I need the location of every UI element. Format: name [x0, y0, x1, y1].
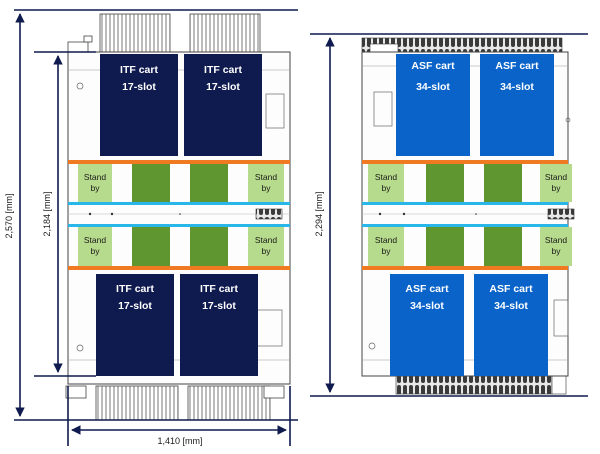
- asf-cart-bottom-left: ASF cart 34-slot: [390, 274, 464, 376]
- itf-cart-slots: 17-slot: [206, 81, 240, 93]
- left-dimensions: [14, 9, 298, 446]
- itf-cyan-rail-2: [68, 224, 290, 227]
- svg-text:by: by: [552, 183, 562, 193]
- asf-orange-rail-bottom: [362, 266, 568, 270]
- itf-cart-name: ITF cart: [116, 283, 154, 295]
- itf-cart-bottom-left: ITF cart 17-slot: [96, 274, 174, 376]
- left-inner-height-label: 2,184 [mm]: [42, 191, 52, 236]
- itf-slots-lower: Stand by Stand by: [78, 227, 284, 266]
- itf-orange-rail-bottom: [68, 266, 290, 270]
- svg-text:by: by: [91, 183, 101, 193]
- asf-unit: ASF cart 34-slot ASF cart 34-slot ASF ca…: [361, 37, 575, 395]
- itf-cart-top-right: ITF cart 17-slot: [184, 54, 262, 156]
- standby-slot: [78, 227, 112, 266]
- svg-text:by: by: [382, 246, 392, 256]
- svg-text:Stand: Stand: [84, 235, 106, 245]
- standby-slot: [540, 164, 572, 202]
- svg-text:by: by: [262, 183, 272, 193]
- itf-cart-name: ITF cart: [204, 64, 242, 76]
- svg-text:Stand: Stand: [255, 172, 277, 182]
- itf-cart-top-left: ITF cart 17-slot: [100, 54, 178, 156]
- asf-center-bar: [362, 208, 575, 220]
- svg-text:by: by: [382, 183, 392, 193]
- right-dimensions: [310, 33, 588, 397]
- svg-text:by: by: [91, 246, 101, 256]
- standby-slot: [248, 164, 284, 202]
- svg-text:Stand: Stand: [255, 235, 277, 245]
- asf-slots-upper: Stand by Stand by: [368, 164, 572, 202]
- svg-text:Stand: Stand: [545, 172, 567, 182]
- width-label: 1,410 [mm]: [157, 436, 202, 446]
- itf-cart-bottom-right: ITF cart 17-slot: [180, 274, 258, 376]
- asf-cart-bottom-right: ASF cart 34-slot: [474, 274, 548, 376]
- asf-orange-rail-top: [362, 160, 568, 164]
- asf-cart-slots: 34-slot: [416, 81, 450, 93]
- itf-orange-rail-top: [68, 160, 290, 164]
- standby-slot: [248, 227, 284, 266]
- itf-unit: ITF cart 17-slot ITF cart 17-slot ITF ca…: [65, 13, 291, 421]
- right-total-height-label: 2,294 [mm]: [314, 191, 324, 236]
- itf-cart-slots: 17-slot: [202, 300, 236, 312]
- asf-slots-lower: Stand by Stand by: [368, 227, 572, 266]
- standby-slot: [540, 227, 572, 266]
- itf-cart-slots: 17-slot: [118, 300, 152, 312]
- asf-bottom-fixtures: [395, 373, 567, 395]
- itf-cart-slots: 17-slot: [122, 81, 156, 93]
- itf-center-bar: [68, 208, 290, 220]
- asf-cart-name: ASF cart: [411, 60, 455, 72]
- itf-cart-name: ITF cart: [120, 64, 158, 76]
- standby-slot: [78, 164, 112, 202]
- itf-cart-name: ITF cart: [200, 283, 238, 295]
- svg-text:Stand: Stand: [375, 172, 397, 182]
- left-total-height-label: 2,570 [mm]: [4, 193, 14, 238]
- itf-slots-upper: Stand by Stand by: [78, 164, 284, 202]
- asf-cart-name: ASF cart: [489, 283, 533, 295]
- asf-cart-name: ASF cart: [495, 60, 539, 72]
- asf-cart-top-right: ASF cart 34-slot: [480, 54, 554, 156]
- standby-slot: [368, 164, 404, 202]
- asf-cart-slots: 34-slot: [500, 81, 534, 93]
- itf-bottom-fixtures: [65, 385, 285, 421]
- svg-text:by: by: [552, 246, 562, 256]
- svg-text:Stand: Stand: [545, 235, 567, 245]
- asf-cart-slots: 34-slot: [410, 300, 444, 312]
- itf-top-fixtures: [67, 13, 261, 55]
- asf-cyan-rail-1: [362, 202, 568, 205]
- asf-cart-name: ASF cart: [405, 283, 449, 295]
- asf-cart-slots: 34-slot: [494, 300, 528, 312]
- svg-text:Stand: Stand: [375, 235, 397, 245]
- asf-cart-top-left: ASF cart 34-slot: [396, 54, 470, 156]
- svg-text:Stand: Stand: [84, 172, 106, 182]
- itf-cyan-rail-1: [68, 202, 290, 205]
- asf-cyan-rail-2: [362, 224, 568, 227]
- svg-text:by: by: [262, 246, 272, 256]
- standby-slot: [368, 227, 404, 266]
